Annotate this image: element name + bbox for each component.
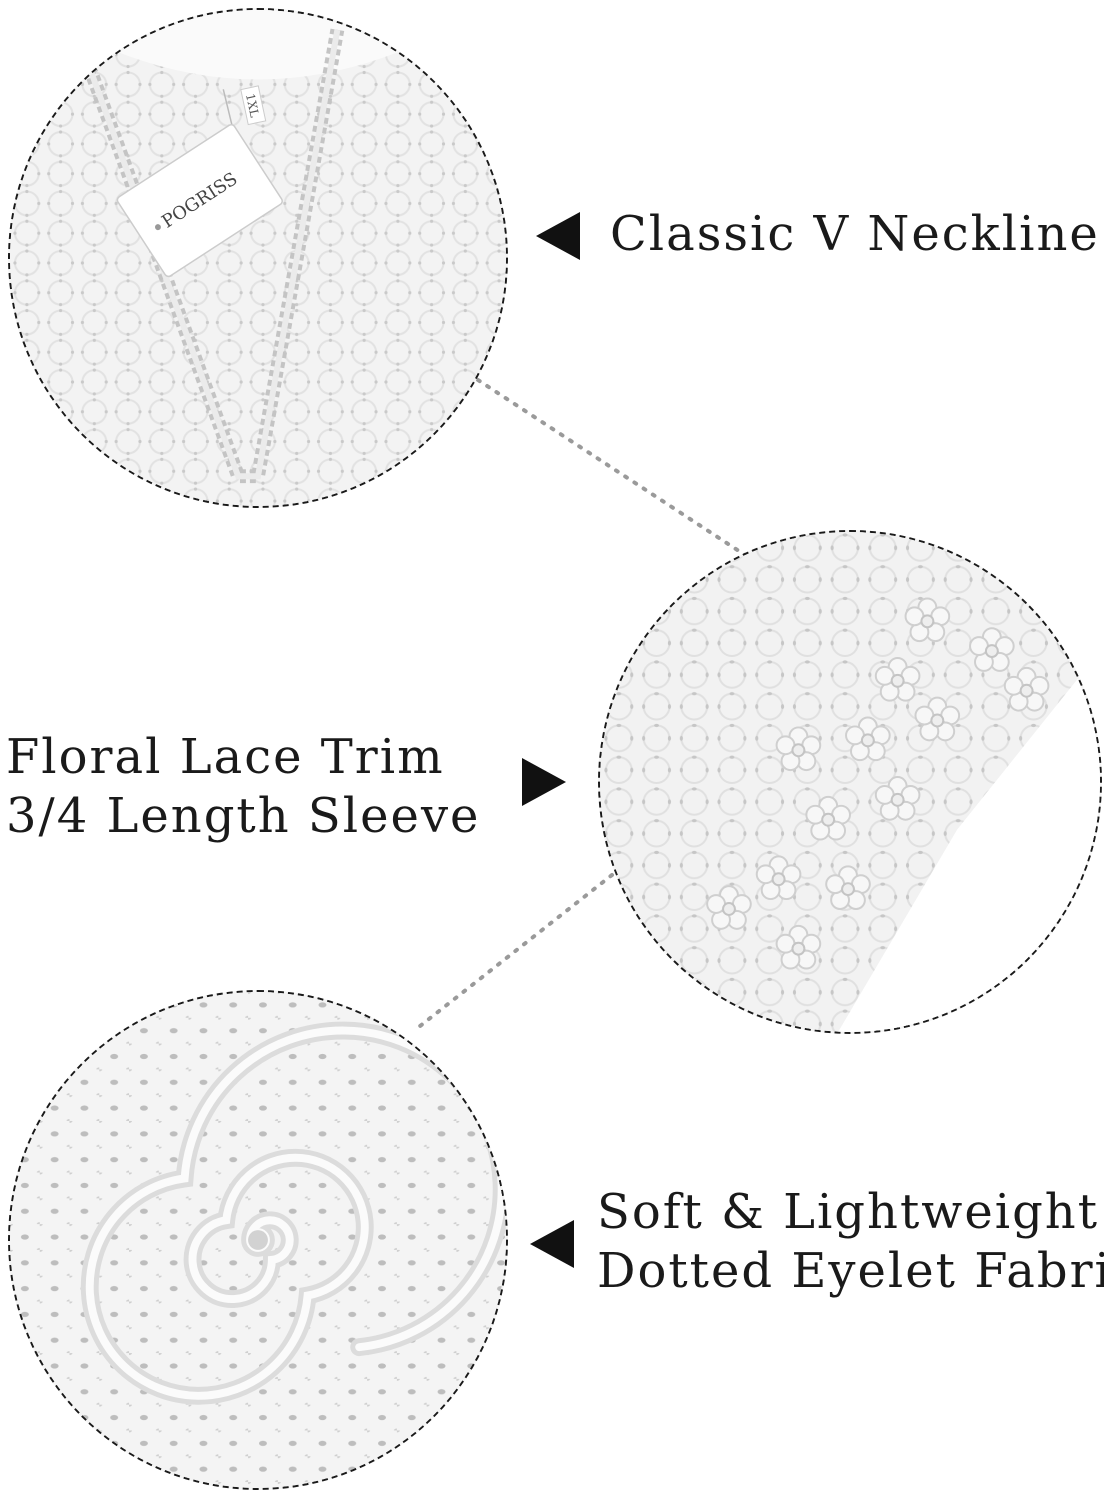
pointer-arrow-icon	[522, 758, 566, 806]
neckline-caption: Classic V Neckline	[610, 206, 1100, 262]
lace-illustration	[600, 532, 1100, 1032]
lace-caption-line1: Floral Lace Trim	[6, 729, 445, 785]
pointer-arrow-icon	[536, 212, 580, 260]
size-label-text: 1XL	[243, 92, 262, 118]
eyelet-fabric-detail-image	[8, 990, 508, 1490]
pointer-arrow-icon	[530, 1220, 574, 1268]
lace-trim-detail-image	[598, 530, 1102, 1034]
fabric-swirl-illustration	[10, 992, 506, 1488]
neckline-detail-image: POGRISS 1XL	[8, 8, 508, 508]
lace-caption: Floral Lace Trim 3/4 Length Sleeve	[6, 728, 480, 845]
neckline-illustration: POGRISS 1XL	[10, 10, 506, 506]
fabric-caption-line1: Soft & Lightweight	[597, 1184, 1100, 1240]
fabric-caption: Soft & Lightweight Dotted Eyelet Fabric	[597, 1183, 1104, 1300]
lace-caption-line2: 3/4 Length Sleeve	[6, 787, 481, 844]
fabric-caption-line2: Dotted Eyelet Fabric	[597, 1242, 1104, 1299]
